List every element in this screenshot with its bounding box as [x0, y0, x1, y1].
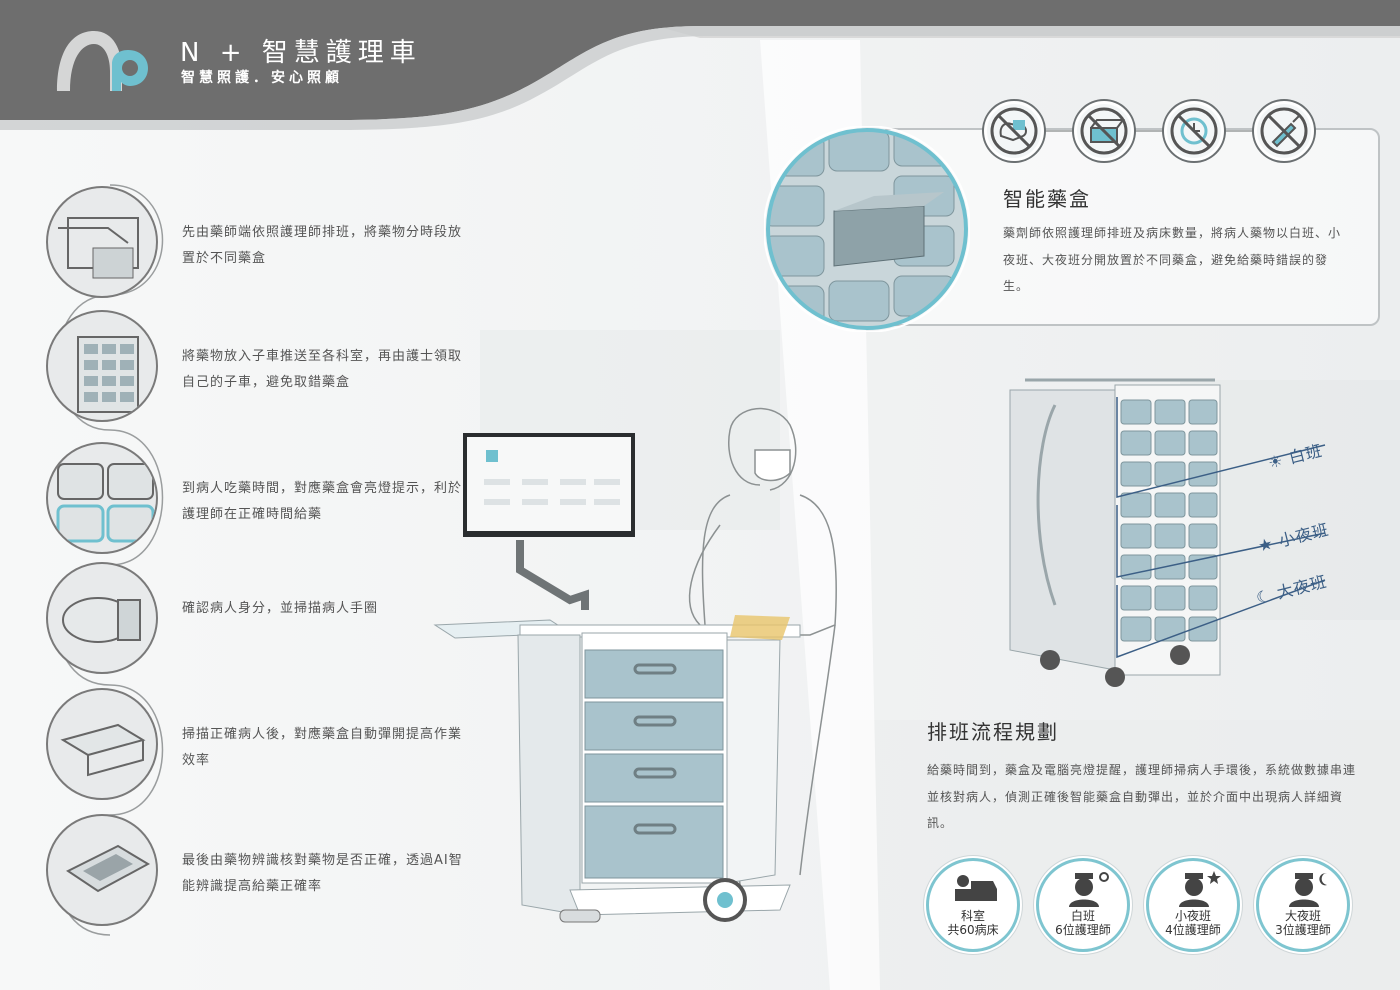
badge-ward-line2: 共60病床 — [947, 923, 999, 937]
step-6: 最後由藥物辨識核對藥物是否正確，透過AI智能辨識提高給藥正確率 — [38, 814, 478, 934]
badge-day-line1: 白班 — [1070, 909, 1095, 923]
app-subtitle: 智慧照護．安心照顧 — [181, 70, 343, 86]
nurse-moon-icon — [1289, 873, 1327, 907]
smart-box-title: 智能藥盒 — [1003, 187, 1091, 211]
badge-night-line2: 3位護理師 — [1275, 923, 1331, 937]
step-4: 確認病人身分，並掃描病人手圈 — [38, 562, 478, 682]
ai-recognition-image — [46, 814, 158, 926]
monitor — [463, 433, 635, 610]
step-1-text: 先由藥師端依照護理師排班，將藥物分時段放置於不同藥盒 — [182, 225, 463, 266]
step-3: 到病人吃藥時間，對應藥盒會亮燈提示，利於護理師在正確時間給藥 — [38, 442, 478, 562]
nursing-cart-illustration — [433, 408, 837, 923]
schedule-title: 排班流程規劃 — [927, 720, 1059, 744]
no-open-box-icon — [1074, 101, 1134, 161]
sub-cart-illustration — [1009, 378, 1326, 687]
badge-night-line1: 大夜班 — [1284, 909, 1321, 923]
badge-ward-line1: 科室 — [960, 909, 985, 923]
no-wrong-injection-icon — [1254, 101, 1314, 161]
badge-evening-shift: 小夜班 4位護理師 — [1146, 858, 1240, 952]
sub-cart-drawers — [1120, 399, 1218, 642]
step-5-text: 掃描正確病人後，對應藥盒自動彈開提高作業效率 — [182, 727, 463, 768]
pharmacist-sorting-image — [46, 186, 158, 298]
schedule-description: 給藥時間到，藥盒及電腦亮燈提醒，護理師掃病人手環後，系統做數據串連並核對病人，偵… — [927, 763, 1357, 830]
step-5: 掃描正確病人後，對應藥盒自動彈開提高作業效率 — [38, 688, 478, 808]
step-1: 先由藥師端依照護理師排班，將藥物分時段放置於不同藥盒 — [38, 186, 478, 306]
step-2: 將藥物放入子車推送至各科室，再由護士領取自己的子車，避免取錯藥盒 — [38, 310, 478, 430]
drawer-closeup-image — [764, 126, 970, 332]
cart-body — [517, 615, 801, 923]
step-6-text: 最後由藥物辨識核對藥物是否正確，透過AI智能辨識提高給藥正確率 — [182, 853, 463, 894]
no-hand-touch-icon — [984, 101, 1044, 161]
app-title: N + 智慧護理車 — [180, 38, 422, 68]
np-logo-icon — [57, 31, 148, 91]
smart-box-description: 藥劑師依照護理師排班及病床數量，將病人藥物以白班、小夜班、大夜班分開放置於不同藥… — [1003, 226, 1342, 293]
drawer-eject-image — [46, 688, 158, 800]
badge-day-shift: 白班 6位護理師 — [1036, 858, 1130, 952]
step-4-text: 確認病人身分，並掃描病人手圈 — [182, 601, 379, 616]
no-missed-time-icon — [1164, 101, 1224, 161]
badge-ward: 科室 共60病床 — [926, 858, 1020, 952]
badge-day-line2: 6位護理師 — [1055, 923, 1111, 937]
sub-cart-image — [46, 310, 158, 422]
step-2-text: 將藥物放入子車推送至各科室，再由護士領取自己的子車，避免取錯藥盒 — [182, 349, 463, 390]
badge-evening-line1: 小夜班 — [1174, 909, 1211, 923]
nurse-sun-icon — [1069, 872, 1109, 907]
badge-night-shift: 大夜班 3位護理師 — [1256, 858, 1350, 952]
badge-evening-line2: 4位護理師 — [1165, 923, 1221, 937]
step-3-text: 到病人吃藥時間，對應藥盒會亮燈提示，利於護理師在正確時間給藥 — [182, 481, 463, 522]
patient-bed-icon — [955, 875, 997, 901]
drawer-light-image — [46, 442, 158, 554]
wristband-scan-image — [46, 562, 158, 674]
nurse-star-icon — [1179, 871, 1221, 907]
